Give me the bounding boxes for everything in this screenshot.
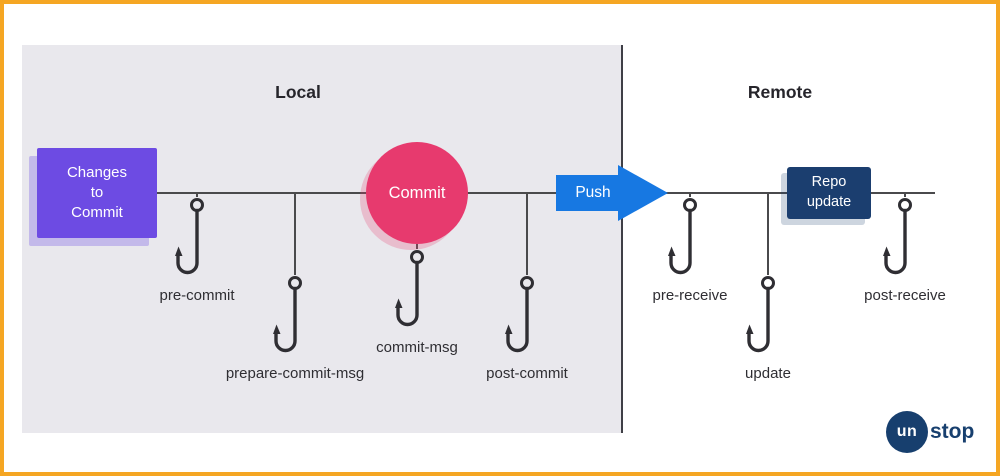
- hook-connector: [689, 193, 691, 197]
- hook-connector: [294, 193, 296, 275]
- local-section-title: Local: [275, 82, 321, 102]
- hook-label: pre-receive: [652, 287, 728, 304]
- hook-commit-msg: commit-msg: [317, 244, 517, 356]
- hook-icon: [883, 198, 912, 275]
- hook-connector: [196, 193, 198, 197]
- push-label: Push: [575, 184, 611, 201]
- hook-post-commit: post-commit: [427, 193, 627, 382]
- hook-post-receive: post-receive: [805, 193, 1000, 304]
- hook-icon: [746, 276, 775, 353]
- hook-icon: [505, 276, 534, 353]
- unstop-logo-icon: un: [886, 411, 928, 453]
- hook-label: pre-commit: [159, 287, 235, 304]
- hook-icon: [668, 198, 697, 275]
- hook-connector: [526, 193, 528, 275]
- hook-prepare-commit-msg: prepare-commit-msg: [195, 193, 395, 382]
- unstop-logo: un stop: [886, 411, 974, 453]
- hook-pre-receive: pre-receive: [590, 193, 790, 304]
- hook-label: prepare-commit-msg: [225, 365, 365, 382]
- hook-connector: [904, 193, 906, 197]
- push-arrow-icon: [556, 165, 668, 221]
- remote-section-title: Remote: [747, 82, 813, 102]
- hook-icon: [395, 250, 424, 327]
- hook-connector: [416, 244, 418, 249]
- commit-node: Commit: [366, 142, 468, 244]
- commit-flow-line: [155, 192, 935, 194]
- push-arrow: Push: [556, 165, 668, 221]
- local-remote-divider: [621, 45, 623, 433]
- hook-label: commit-msg: [376, 339, 458, 356]
- unstop-logo-text: stop: [930, 420, 975, 443]
- repo-update-node: Repo update: [787, 167, 871, 219]
- hook-update: update: [668, 193, 868, 382]
- local-section-panel: [22, 45, 622, 433]
- hook-label: update: [745, 365, 791, 382]
- hook-label: post-commit: [486, 365, 568, 382]
- hook-connector: [767, 193, 769, 275]
- hook-icon: [273, 276, 302, 353]
- hook-pre-commit: pre-commit: [97, 193, 297, 304]
- hook-label: post-receive: [864, 287, 946, 304]
- hook-icon: [175, 198, 204, 275]
- changes-to-commit-node: Changes to Commit: [37, 148, 157, 238]
